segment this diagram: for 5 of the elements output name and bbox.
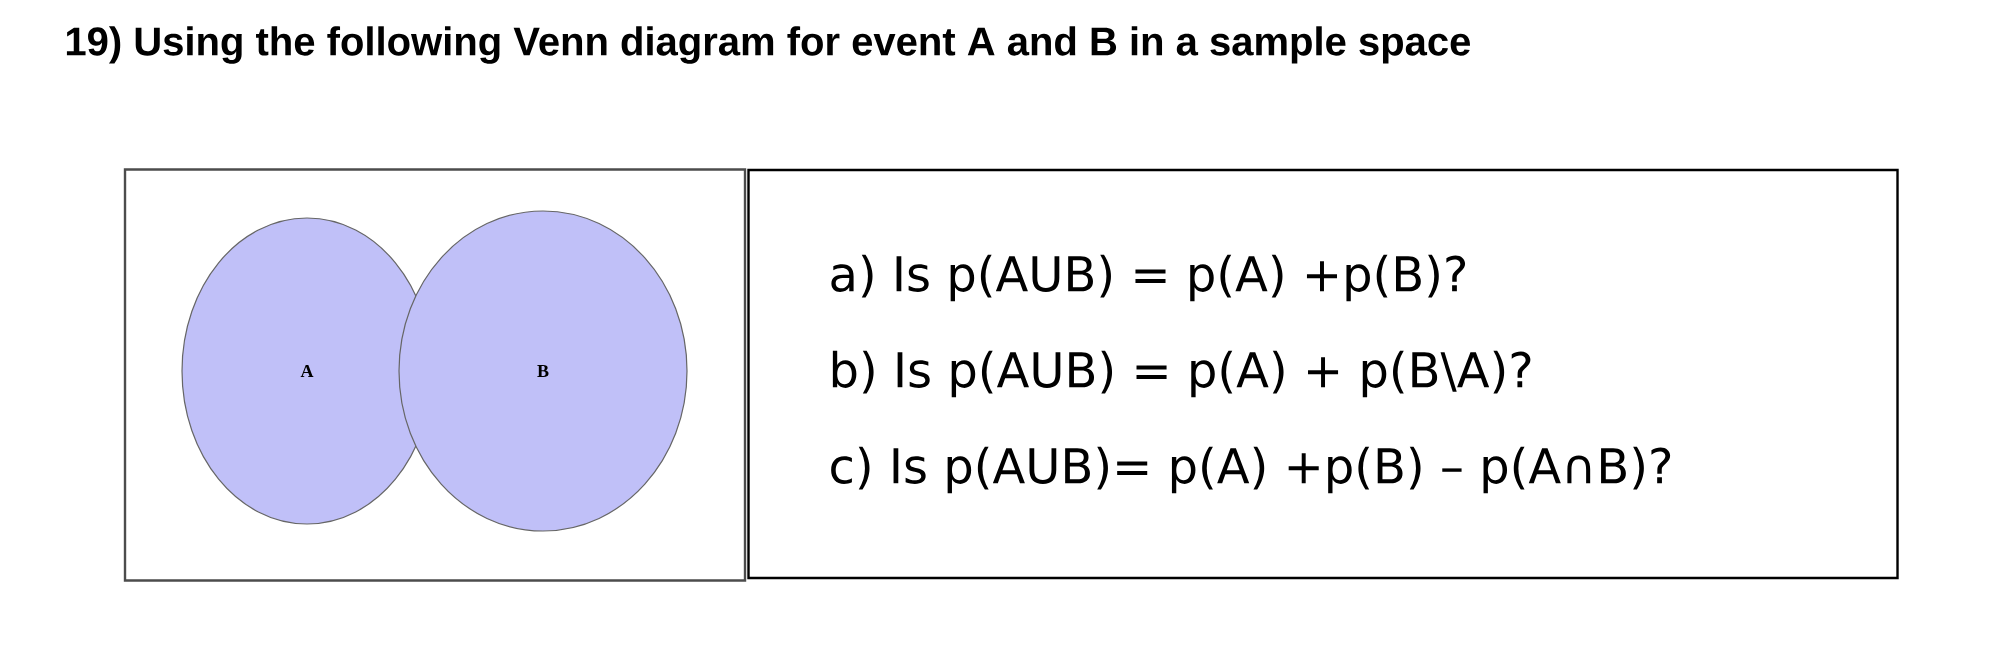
venn-frame xyxy=(123,168,747,582)
title: 19) Using the following Venn diagram for event A and B in a sample space xyxy=(66,26,1470,64)
question-text: a) Is p(AUB) = p(A) +p(B)? xyxy=(831,254,1466,302)
question-text: c) Is p(AUB)= p(A) +p(B) – p(A∩B)? xyxy=(831,446,1671,494)
question-text: b) Is p(AUB) = p(A) + p(B\A)? xyxy=(832,350,1531,398)
